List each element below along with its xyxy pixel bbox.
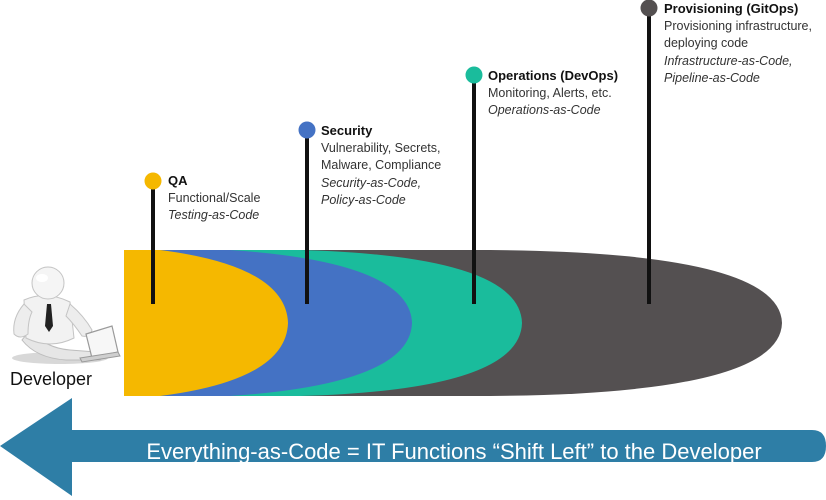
operations-dot: [465, 66, 483, 84]
operations-italic-1: Operations-as-Code: [488, 103, 601, 117]
provisioning-title: Provisioning (GitOps): [664, 1, 799, 16]
qa-line-1: Functional/Scale: [168, 190, 261, 205]
security-italic-2: Policy-as-Code: [321, 193, 406, 207]
qa-title: QA: [168, 173, 188, 188]
security-title: Security: [321, 123, 373, 138]
provisioning-line-1: Provisioning infrastructure,: [664, 18, 812, 33]
security-line-2: Malware, Compliance: [321, 158, 442, 172]
provisioning-label: Provisioning (GitOps) Provisioning infra…: [664, 0, 812, 88]
security-pin: [298, 121, 316, 304]
operations-pin: [465, 66, 483, 304]
provisioning-line-2: deploying code: [664, 36, 749, 50]
operations-line-1: Monitoring, Alerts, etc.: [488, 85, 612, 100]
security-italic-1: Security-as-Code,: [321, 175, 422, 190]
shift-left-arrow: [0, 398, 826, 496]
qa-label: QA Functional/Scale Testing-as-Code: [168, 172, 260, 225]
provisioning-dot: [640, 0, 658, 17]
operations-title: Operations (DevOps): [488, 68, 619, 83]
developer-label: Developer: [10, 369, 93, 389]
qa-italic-1: Testing-as-Code: [168, 208, 260, 222]
developer-figure: [12, 266, 121, 364]
qa-shape: [124, 250, 288, 396]
provisioning-pin: [640, 0, 658, 304]
banner-text: Everything-as-Code = IT Functions “Shift…: [146, 439, 762, 464]
security-label: Security Vulnerability, Secrets, Malware…: [321, 122, 441, 210]
security-line-1: Vulnerability, Secrets,: [321, 140, 441, 155]
operations-label: Operations (DevOps) Monitoring, Alerts, …: [488, 67, 618, 120]
provisioning-italic-2: Pipeline-as-Code: [664, 71, 760, 85]
provisioning-italic-1: Infrastructure-as-Code,: [664, 53, 793, 68]
qa-pin: [144, 172, 162, 304]
qa-dot: [144, 172, 162, 190]
security-dot: [298, 121, 316, 139]
